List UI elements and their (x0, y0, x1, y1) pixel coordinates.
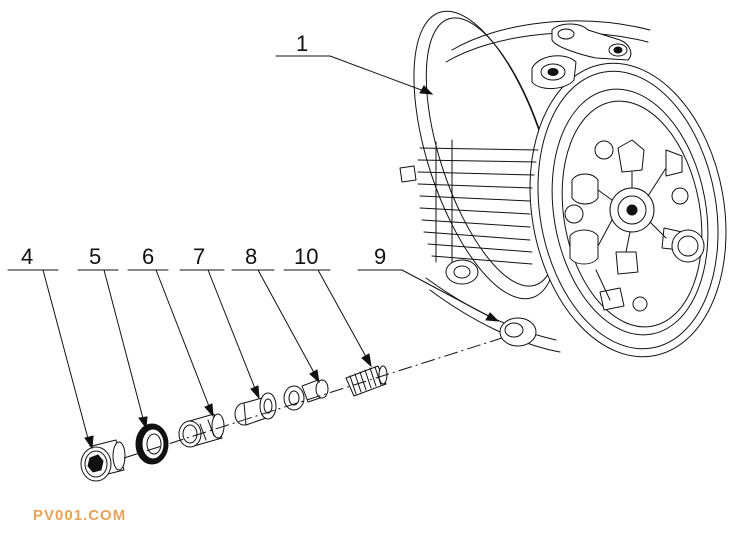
callout-8: 8 (231, 244, 320, 384)
cooling-fins (417, 139, 539, 271)
part-5-sealing-ring (135, 423, 169, 465)
part-10-spring (345, 365, 388, 397)
part-7-valve-stem (234, 392, 277, 426)
callout-label-9: 9 (374, 244, 386, 269)
top-mounting-boss (531, 23, 632, 89)
callout-9: 9 (357, 244, 500, 322)
part-8-spring-seat (283, 379, 329, 411)
assembly-axis-line (123, 337, 503, 459)
callout-label-5: 5 (89, 244, 101, 269)
callout-label-4: 4 (21, 244, 33, 269)
rotor-assembly (564, 139, 705, 312)
part-4-hex-plug (80, 439, 126, 482)
watermark-text: PV001.COM (33, 507, 127, 524)
callout-1: 1 (275, 31, 434, 95)
callout-label-7: 7 (193, 244, 205, 269)
part-6-valve-seat (178, 413, 225, 448)
callout-5: 5 (77, 244, 148, 430)
callout-10: 10 (283, 244, 372, 368)
side-tab (399, 165, 417, 183)
callout-label-8: 8 (245, 244, 257, 269)
callout-6: 6 (127, 244, 214, 418)
callout-4: 4 (7, 244, 94, 450)
callout-7: 7 (179, 244, 260, 400)
motor-housing (399, 10, 727, 358)
callout-label-1: 1 (296, 31, 308, 56)
bottom-boss (445, 259, 537, 347)
callout-label-6: 6 (142, 244, 154, 269)
callout-label-10: 10 (294, 244, 318, 269)
